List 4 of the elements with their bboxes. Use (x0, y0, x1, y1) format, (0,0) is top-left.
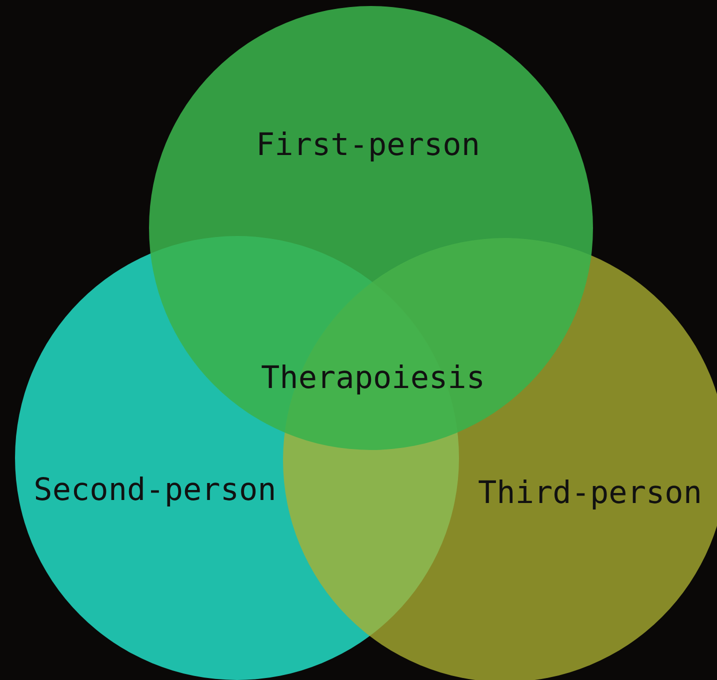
circle-label: First-person (256, 127, 480, 163)
circle-label: Second-person (34, 472, 276, 508)
circle-label: Third-person (478, 475, 702, 511)
intersection-label: Therapoiesis (261, 360, 485, 396)
